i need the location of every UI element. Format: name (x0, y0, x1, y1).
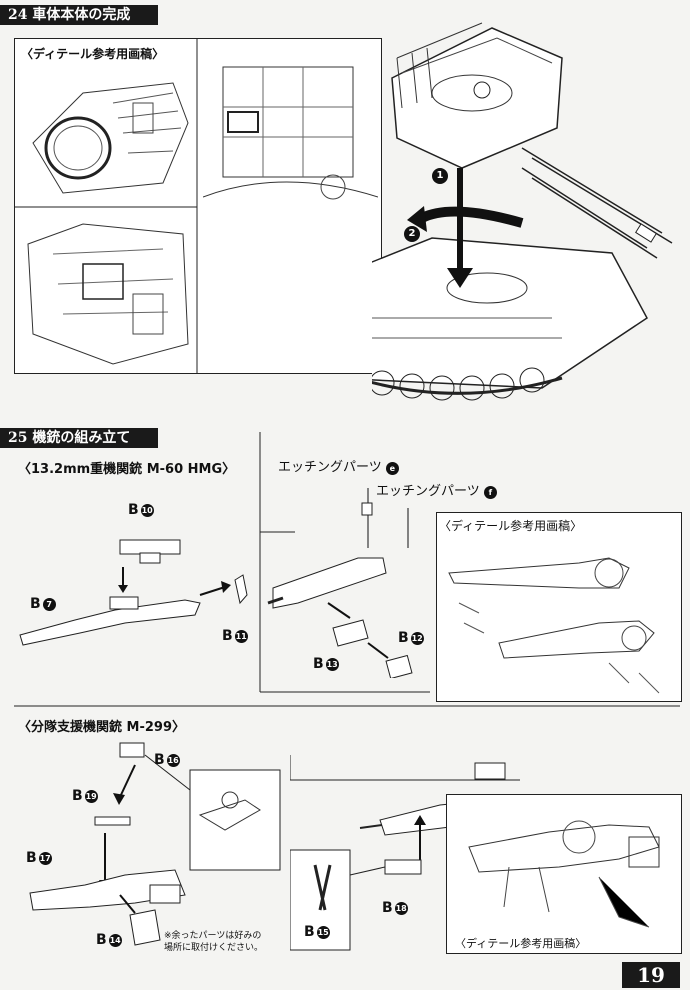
hmg-assembly-illustration (267, 488, 413, 678)
driver-compartment-sketch (27, 223, 189, 365)
turret-interior-sketch (32, 82, 189, 194)
hmg-reference-panel: 〈ディテール参考用画稿〉 (436, 512, 682, 702)
hmg-title: 〈13.2mm重機関銃 M-60 HMG〉 (18, 462, 236, 477)
page-number: 19 (622, 962, 680, 988)
squad-ref-caption: 〈ディテール参考用画稿〉 (455, 937, 587, 950)
section-title-guns: 25 機銃の組み立て (0, 428, 158, 448)
etching-part-f-label: エッチングパーツ f (376, 480, 497, 499)
panel-dividers (15, 39, 198, 373)
squad-gun-parts-illustration (29, 742, 281, 946)
interior-detail-sketch (203, 66, 378, 200)
step-1-marker: 1 (432, 168, 448, 184)
squad-gun-reference-sketch (468, 820, 660, 928)
section-divider (14, 705, 680, 707)
hmg-assembly-bracket (259, 432, 430, 693)
hmg-parts-illustration (19, 539, 248, 646)
squad-gun-reference-panel: 〈ディテール参考用画稿〉 (446, 794, 682, 954)
hmg-reference-sketch (448, 557, 660, 694)
step-2-marker: 2 (404, 226, 420, 242)
etching-part-e-label: エッチングパーツ e (278, 456, 399, 475)
detail-ref-caption: 〈ディテール参考用画稿〉 (21, 47, 165, 61)
detail-reference-panel: 〈ディテール参考用画稿〉 (14, 38, 382, 374)
hmg-ref-caption: 〈ディテール参考用画稿〉 (439, 519, 583, 533)
leftover-parts-note: ※余ったパーツは好みの 場所に取付けください。 (164, 931, 264, 953)
section-title-hull: 24 車体本体の完成 (0, 5, 158, 25)
tank-assembly-illustration (372, 22, 673, 401)
squad-gun-title: 〈分隊支援機関銃 M-299〉 (18, 720, 185, 735)
